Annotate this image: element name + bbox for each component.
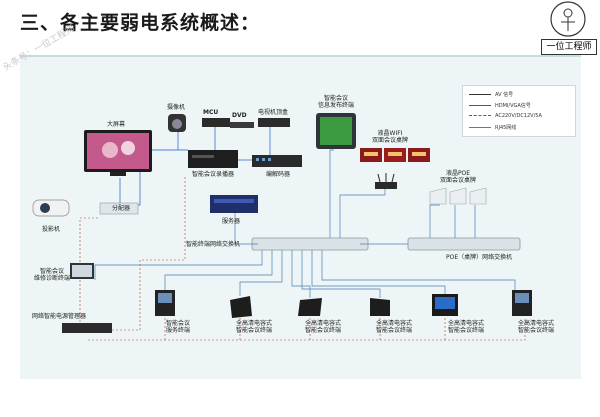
main-switch-shape [251,237,369,251]
power-manager-label: 网络智能电源管理器 [32,313,87,320]
hd-terminal-label-4: 全高清电容式智能会议终端 [448,320,485,334]
legend-line [469,105,491,106]
big-screen-label: 大屏幕 [107,121,126,128]
diag-terminal-label: 智能会议维修诊断终端 [34,268,71,282]
legend: AV 信号 HDMI/VGA信号 AC220V/DC12V/5A RJ45网线 [462,85,576,137]
hd-terminal-label-1: 全高清电容式智能会议终端 [236,320,273,334]
legend-line [469,94,491,95]
logo-box: 一位工程师 [541,39,597,55]
info-terminal-label: 智能会议信息发布终端 [318,95,355,109]
mcu-label: MCU [203,109,219,116]
page-title: 三、各主要弱电系统概述： [20,12,261,34]
legend-row: AV 信号 [469,91,513,98]
dvd-label: DVD [232,112,247,119]
recorder-label: 智能会议录播器 [192,171,235,178]
legend-row: HDMI/VGA信号 [469,102,531,109]
legend-line [469,115,491,116]
main-switch-label: 智能终端网络交换机 [186,241,241,248]
legend-row: RJ45网线 [469,124,516,131]
projector-label: 投影机 [42,226,61,233]
camera-label: 摄像机 [167,104,186,111]
hd-terminal-label-3: 全高清电容式智能会议终端 [376,320,413,334]
hd-terminal-label-2: 全高清电容式智能会议终端 [305,320,342,334]
legend-row: AC220V/DC12V/5A [469,113,542,120]
hd-terminal-label-5: 全高清电容式智能会议终端 [518,320,555,334]
codec-label: 编解码器 [266,171,291,178]
poe-switch-shape [407,237,521,251]
server-label: 服务器 [222,218,241,225]
poe-switch-label: POE（桌牌）网络交换机 [446,254,513,261]
tv-box-label: 电视机顶盒 [258,109,289,116]
service-terminal-label: 智能会议服务终端 [166,320,191,334]
legend-line [469,127,491,128]
splitter-label: 分配器 [112,205,131,212]
